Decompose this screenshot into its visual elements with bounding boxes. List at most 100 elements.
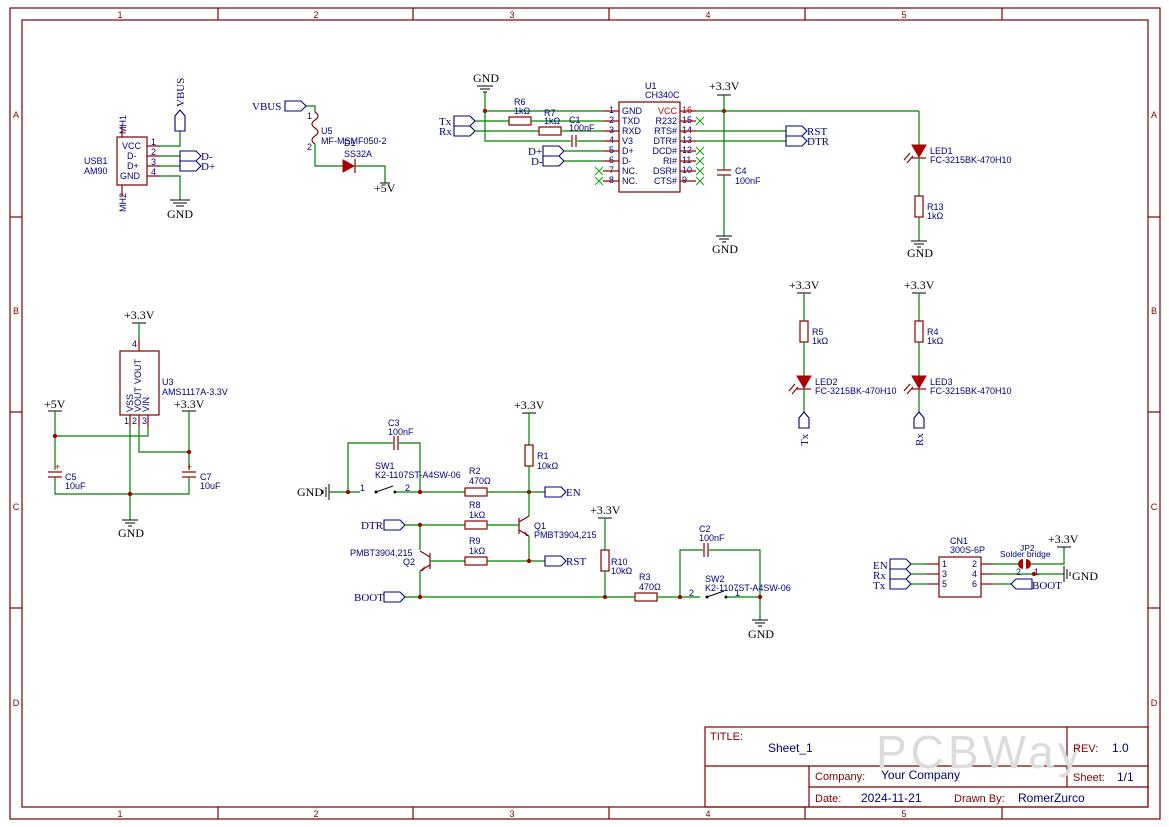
value-label: 100nF [388, 427, 414, 437]
pin-number: 8 [609, 175, 614, 185]
ref-label: R10 [611, 557, 628, 567]
pin-label: DTR# [653, 136, 677, 146]
net-label-dminus: D- [201, 151, 213, 163]
net-label-en: EN [873, 560, 888, 572]
gnd-label: GND [907, 246, 933, 260]
ref-label: LED2 [815, 377, 838, 387]
pin-number: 5 [942, 579, 947, 589]
ref-label: C3 [388, 418, 400, 428]
pin-label: GND [120, 171, 141, 181]
value-label: CH340C [645, 90, 680, 100]
v33-label: +3.3V [590, 503, 621, 517]
gnd-label: GND [748, 627, 774, 641]
value-label: 10uF [200, 481, 221, 491]
pin-number: 14 [682, 125, 692, 135]
auto-reset-block: GND C3 100nF SW1 K2-1107ST-A4SW-06 1 2 R… [297, 398, 791, 641]
col-label-bottom: 2 [313, 809, 318, 819]
ch340c-block: U1 CH340C GND TXD RXD V3 D+ D- NC. NC. 1… [439, 71, 1012, 260]
net-label-dtr: DTR [807, 136, 830, 148]
ch340-left-pins: GND TXD RXD V3 D+ D- NC. NC. 1 2 3 4 5 6… [609, 105, 643, 186]
ref-label: R13 [927, 202, 944, 212]
col-label-bottom: 1 [117, 809, 122, 819]
pin-number: 2 [132, 416, 137, 426]
watermark-logo: PCBWay [876, 726, 1085, 778]
col-label-bottom: 4 [705, 809, 710, 819]
v33-label: +3.3V [174, 397, 205, 411]
pin-number: 2 [151, 147, 156, 157]
net-label-rx: Rx [914, 433, 926, 446]
ref-label: C7 [200, 472, 212, 482]
value-label: Solder bridge [1000, 549, 1051, 559]
v33-label: +3.3V [904, 278, 935, 292]
pin-number: 4 [132, 339, 137, 349]
net-label-rst: RST [566, 556, 586, 568]
ref-label: USB1 [84, 156, 108, 166]
pin-number: 3 [151, 157, 156, 167]
ref-label: U3 [162, 377, 174, 387]
pin-label: MH2 [118, 193, 128, 212]
pin-label: MH1 [118, 115, 128, 134]
ref-label: R9 [469, 536, 481, 546]
net-label-dminus: D- [531, 156, 543, 168]
pin-label: GND [622, 106, 643, 116]
value-label: PMBT3904,215 [350, 548, 413, 558]
ref-label: SW1 [375, 461, 395, 471]
ref-label: C2 [699, 524, 711, 534]
pin-label: NC. [622, 166, 638, 176]
gnd-label: GND [712, 242, 738, 256]
pin-number: 6 [609, 155, 614, 165]
pin-number: 2 [689, 588, 694, 598]
ref-label: R4 [927, 327, 939, 337]
pin-number: 2 [609, 115, 614, 125]
pin-number: 6 [972, 579, 977, 589]
value-label: AM90 [84, 166, 108, 176]
pin-number: 2 [1016, 567, 1021, 577]
pin-number: 1 [307, 111, 312, 121]
v5-label: +5V [44, 397, 66, 411]
pin-label: RI# [663, 156, 677, 166]
rx-led-block: +3.3V R4 1kΩ LED3 FC-3215BK-470H10 Rx [903, 278, 1012, 446]
pin-number: 13 [682, 135, 692, 145]
value-label: K2-1107ST-A4SW-06 [375, 470, 461, 480]
date-value: 2024-11-21 [861, 791, 922, 805]
drawn-by-value: RomerZurco [1018, 791, 1085, 805]
tx-led-block: +3.3V R5 1kΩ LED2 FC-3215BK-470H10 Tx [788, 278, 897, 446]
pin-number: 12 [682, 145, 692, 155]
net-label-dplus: D+ [201, 161, 215, 173]
pin-number: 2 [405, 483, 410, 493]
v33-label: +3.3V [124, 308, 155, 322]
pin-number: 1 [360, 483, 365, 493]
usb-connector: VCC D- D+ GND USB1 AM90 MH1 MH2 1 2 3 4 … [84, 78, 215, 221]
value-label: 1kΩ [514, 106, 531, 116]
value-label: 10uF [65, 481, 86, 491]
title-block: TITLE: Sheet_1 PCBWay REV: 1.0 Company: … [704, 726, 1149, 808]
polarity-mark: + [187, 462, 192, 472]
ref-label: C5 [65, 472, 77, 482]
v33-label: +3.3V [1048, 532, 1079, 546]
polarity-mark: + [55, 462, 60, 472]
date-label: Date: [815, 793, 841, 805]
net-label-vbus: VBUS [252, 101, 281, 113]
value-label: AMS1117A-3.3V [162, 387, 228, 397]
col-label-top: 5 [901, 10, 906, 20]
value-label: 100nF [699, 533, 725, 543]
pin-number: 4 [151, 167, 156, 177]
pin-label: DCD# [652, 146, 677, 156]
col-label-top: 2 [313, 10, 318, 20]
rev-label: REV: [1073, 743, 1098, 755]
value-label: 10kΩ [537, 461, 559, 471]
value-label: FC-3215BK-470H10 [930, 386, 1012, 396]
pin-label: TXD [622, 116, 641, 126]
ch340-pin-stubs [603, 110, 696, 182]
value-label: 300S-6P [950, 545, 985, 555]
row-label-left: A [13, 110, 19, 120]
value-label: 10kΩ [611, 566, 633, 576]
no-connect-marks [594, 116, 705, 186]
regulator-block: +3.3V 4 VSS VOUT VOUT VIN U3 AMS1117A-3.… [44, 308, 228, 540]
v33-label: +3.3V [789, 278, 820, 292]
pin-number: 3 [609, 125, 614, 135]
ref-label: R3 [639, 572, 651, 582]
ref-label: U1 [645, 81, 657, 91]
